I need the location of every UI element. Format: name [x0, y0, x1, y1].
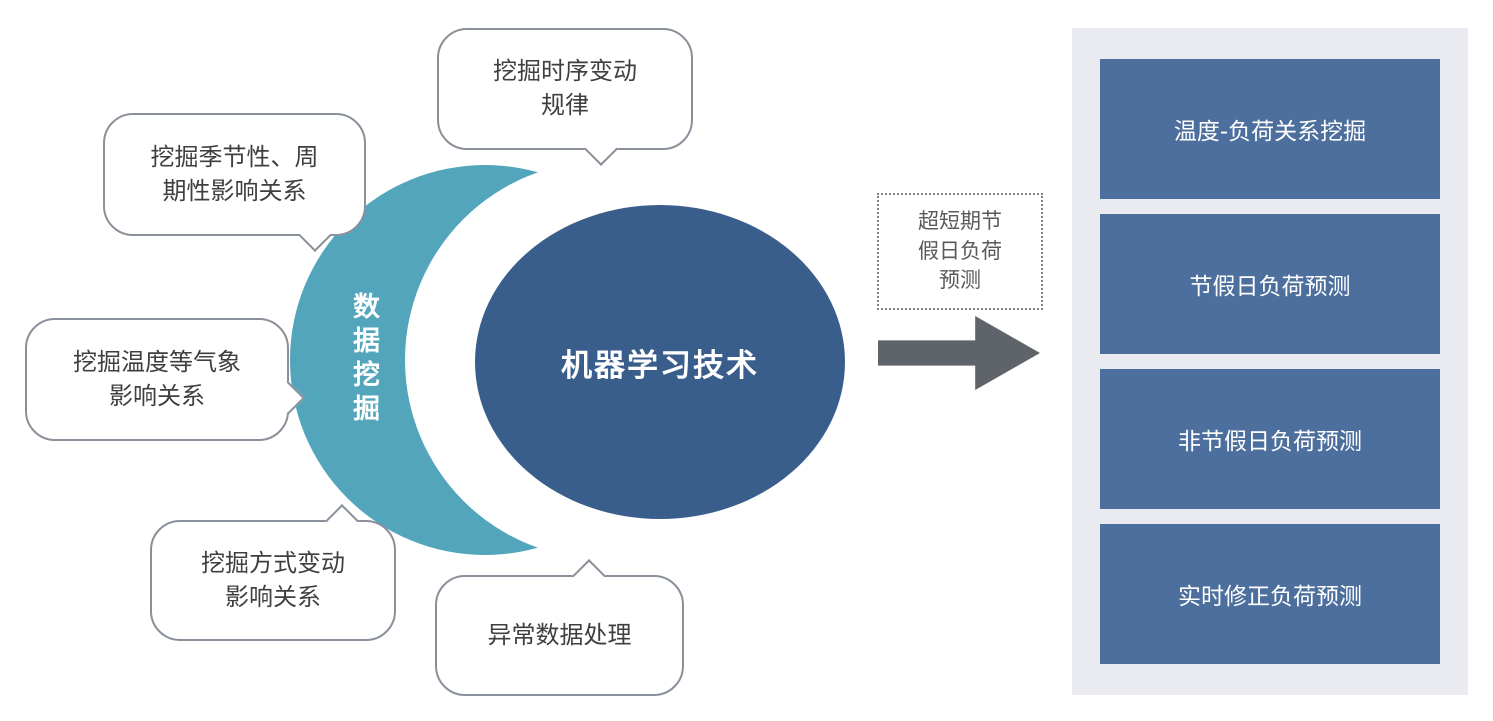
callout-bubble-abnormal-data: 异常数据处理 [435, 559, 684, 696]
bubble-tail [572, 559, 606, 593]
callout-text: 挖掘温度等气象 影响关系 [73, 347, 241, 410]
callout-bubble-seasonality: 挖掘季节性、周 期性影响关系 [103, 113, 366, 252]
output-box-realtime-correction: 实时修正负荷预测 [1100, 524, 1440, 664]
machine-learning-label: 机器学习技术 [561, 347, 759, 384]
dotted-note-text: 超短期节 假日负荷 预测 [918, 209, 1002, 293]
callout-text: 挖掘季节性、周 期性影响关系 [150, 142, 319, 205]
callout-bubble-time-series: 挖掘时序变动 规律 [437, 28, 693, 166]
output-box-non-holiday-forecast: 非节假日负荷预测 [1100, 369, 1440, 509]
machine-learning-ellipse: 机器学习技术 [475, 205, 845, 519]
bubble-tail [325, 504, 359, 538]
callout-text: 异常数据处理 [487, 620, 632, 649]
dotted-note-box: 超短期节 假日负荷 预测 [877, 193, 1043, 310]
output-box-label: 节假日负荷预测 [1189, 274, 1351, 300]
output-box-temperature-load-mining: 温度-负荷关系挖掘 [1100, 59, 1440, 199]
callout-bubble-method-change: 挖掘方式变动 影响关系 [150, 504, 396, 641]
callout-text: 挖掘时序变动 规律 [493, 57, 637, 119]
output-box-label: 实时修正负荷预测 [1178, 584, 1362, 610]
output-box-label: 非节假日负荷预测 [1178, 429, 1362, 455]
crescent-label: 数据挖掘 [348, 292, 379, 428]
flow-arrow-icon [878, 316, 1040, 390]
output-box-label: 温度-负荷关系挖掘 [1173, 119, 1367, 145]
callout-bubble-temperature: 挖掘温度等气象 影响关系 [25, 318, 305, 441]
callout-text: 挖掘方式变动 影响关系 [201, 548, 345, 611]
output-panel: 温度-负荷关系挖掘 节假日负荷预测 非节假日负荷预测 实时修正负荷预测 [1072, 28, 1468, 695]
output-box-holiday-forecast: 节假日负荷预测 [1100, 214, 1440, 354]
